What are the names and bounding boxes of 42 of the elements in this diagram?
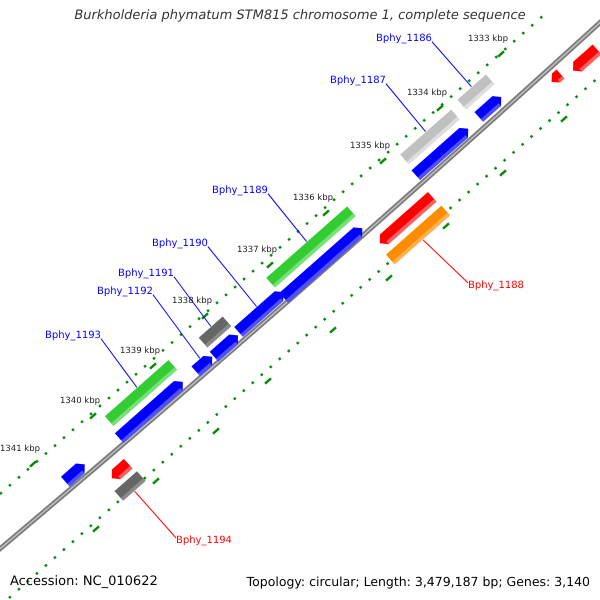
tick-label: 1337 kbp: [236, 246, 278, 256]
gene-label: Bphy_1190: [152, 238, 208, 250]
gene-bar: [411, 128, 468, 180]
tick-label: 1336 kbp: [292, 194, 334, 204]
diagram-title: Burkholderia phymatum STM815 chromosome 1, complete sequence: [73, 9, 527, 24]
gene-label: Bphy_1189: [212, 185, 268, 196]
accession-text: Accession: NC_010622: [10, 574, 158, 590]
tick-label: 1338 kbp: [172, 297, 212, 307]
gene-bar: [114, 380, 183, 444]
gene-bar: [279, 227, 362, 303]
gene-bar: [112, 458, 133, 480]
leader-line: [422, 239, 468, 284]
gene-bar: [210, 334, 238, 362]
sequence-info-text: Topology: circular; Length: 3,479,187 bp; Genes: 3,140: [246, 574, 590, 590]
leader-line: [152, 294, 200, 359]
tick-label: 1334 kbp: [406, 89, 448, 99]
leader-line: [207, 246, 258, 308]
gene-label: Bphy_1192: [97, 286, 153, 298]
leader-line: [134, 490, 176, 538]
gene-label: Bphy_1191: [118, 268, 174, 280]
gene-label: Bphy_1187: [330, 75, 386, 86]
gene-bar: [474, 96, 502, 122]
gene-bar: [552, 70, 564, 82]
gene-bar: [234, 291, 284, 337]
gene-bar: [573, 44, 600, 72]
leader-line: [173, 276, 212, 327]
tick-label: 1341 kbp: [0, 445, 40, 455]
gene-label: Bphy_1194: [176, 535, 232, 546]
leader-line: [431, 41, 472, 88]
gene-label: Bphy_1193: [45, 330, 101, 342]
gene-bar: [60, 464, 85, 486]
gene-label: Bphy_1188: [468, 280, 524, 292]
tick-label: 1335 kbp: [350, 142, 390, 152]
tick-label: 1333 kbp: [468, 35, 508, 45]
gene-bar: [191, 356, 212, 376]
leader-line: [385, 83, 426, 132]
gene-label: Bphy_1186: [376, 33, 432, 44]
gene-bar: [380, 192, 437, 244]
tick-label: 1340 kbp: [60, 397, 100, 407]
leader-line: [100, 338, 138, 388]
tick-label: 1339 kbp: [120, 347, 160, 357]
leader-line: [267, 193, 308, 242]
